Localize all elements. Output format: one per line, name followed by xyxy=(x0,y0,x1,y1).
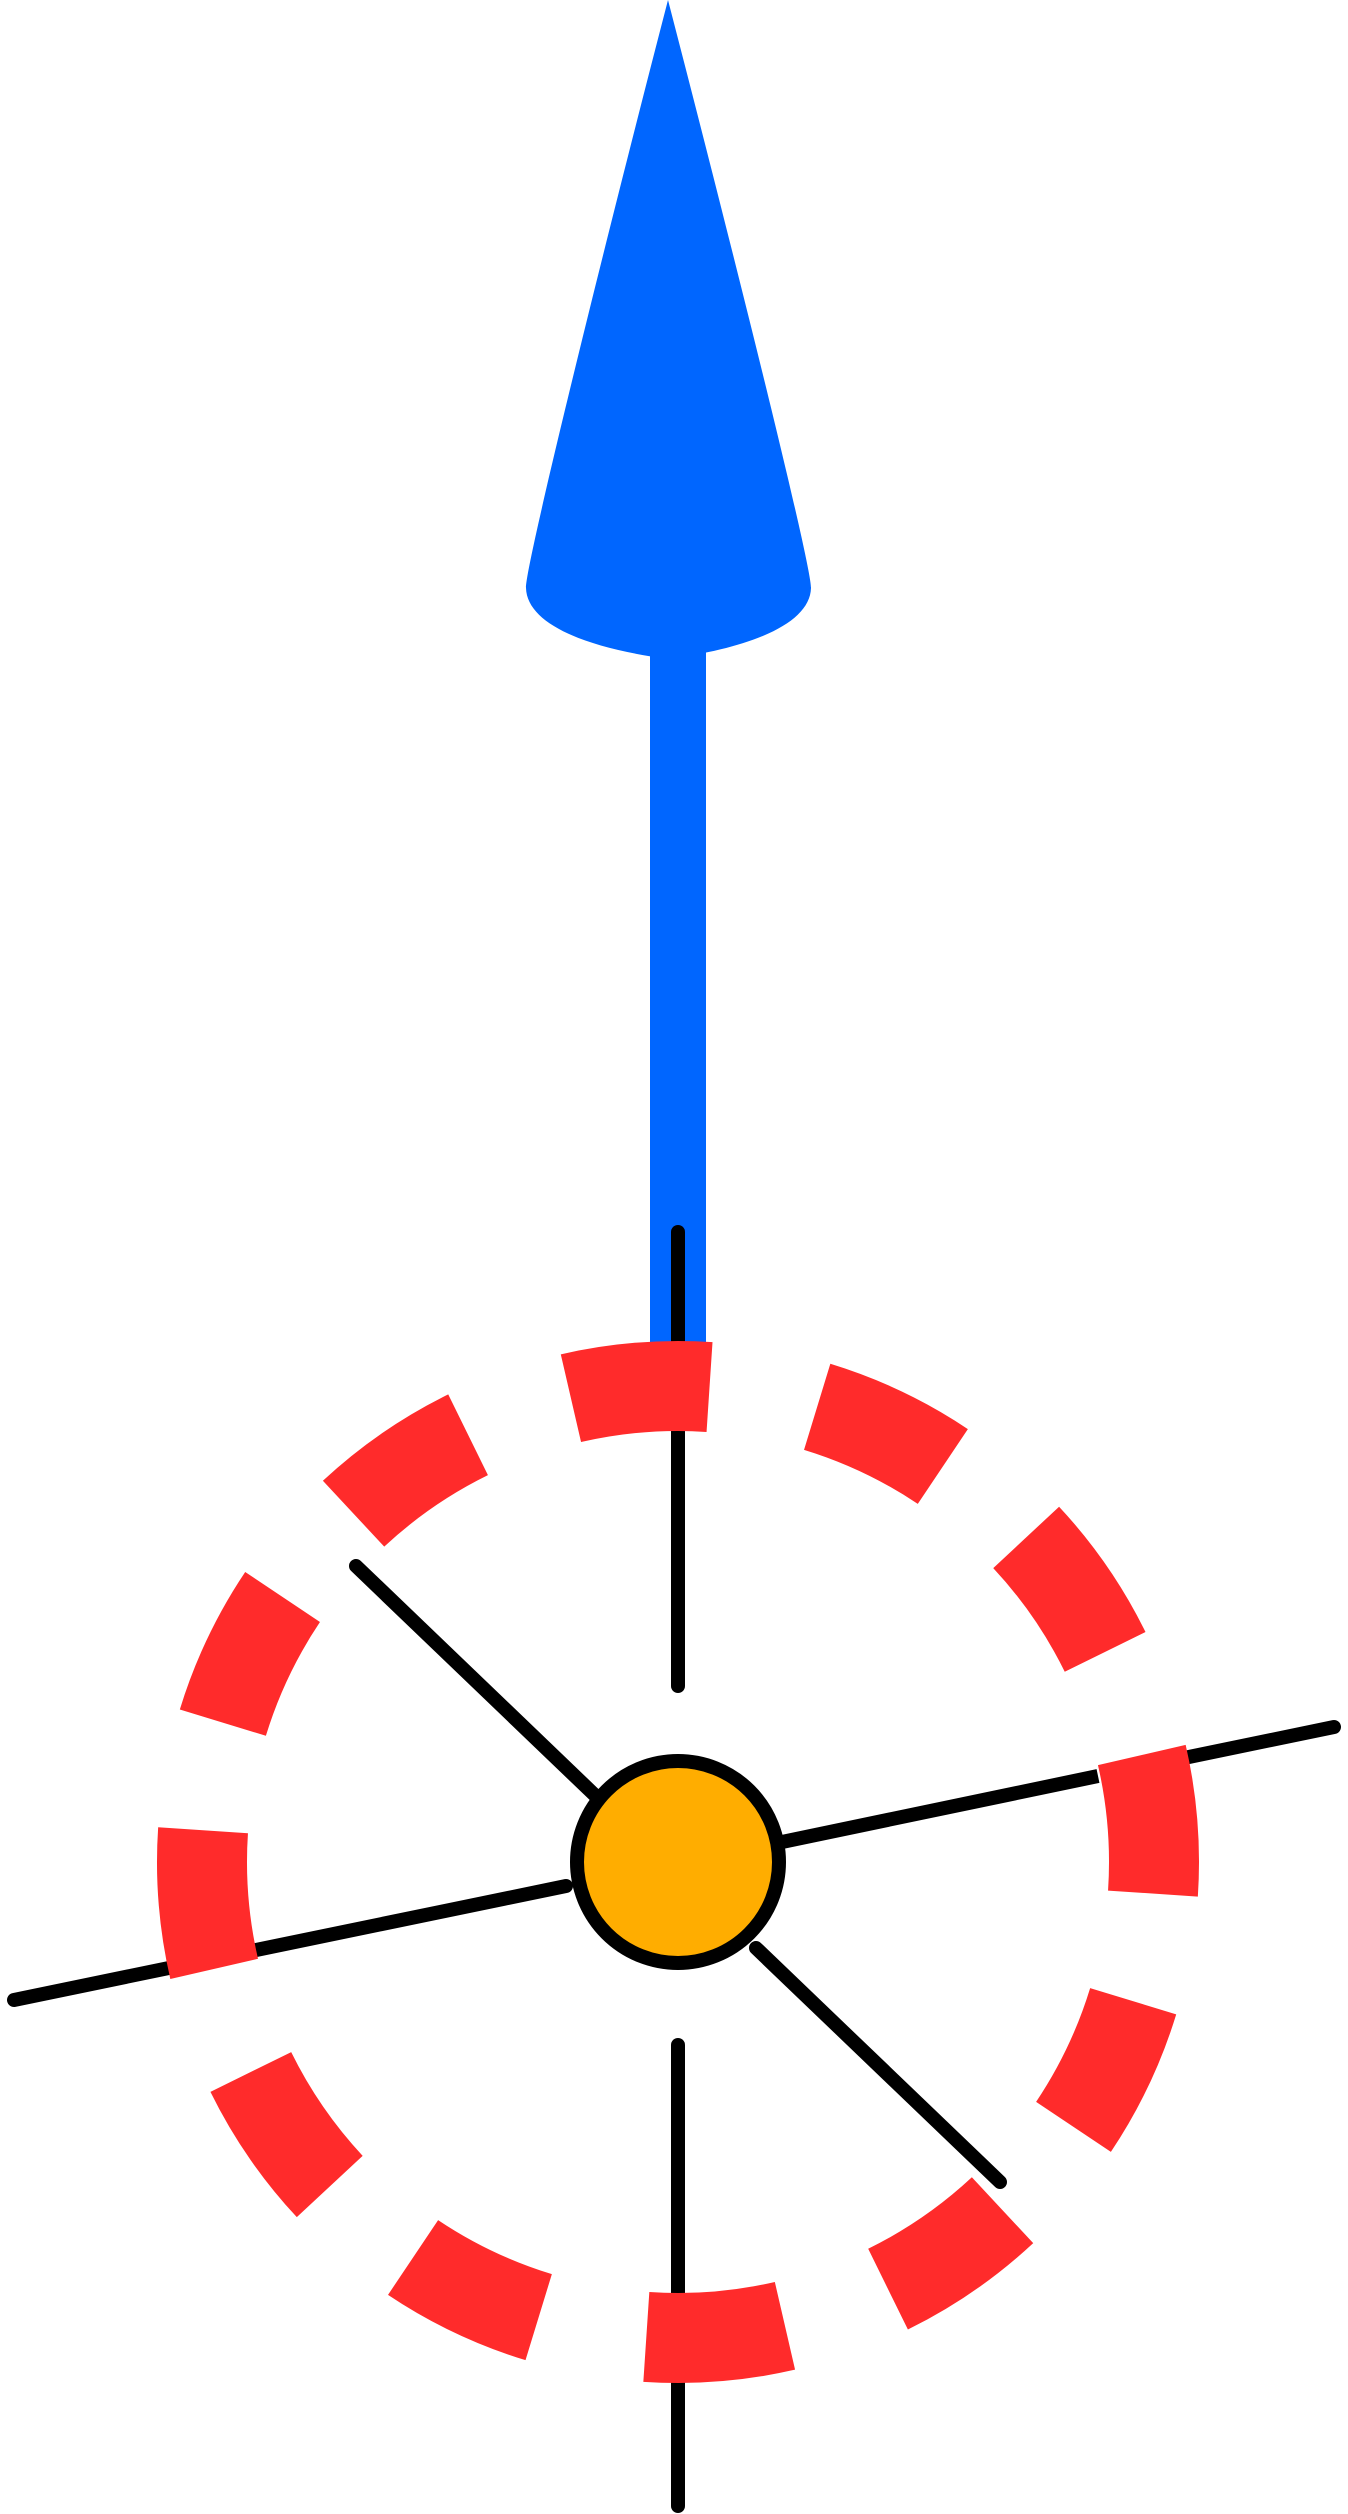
spoke-horizontal-left xyxy=(7,1879,573,2007)
arrow xyxy=(525,0,812,1382)
spoke-horizontal-right-inner xyxy=(780,1769,1100,1849)
arrow-head xyxy=(525,0,812,659)
dashed-ring xyxy=(157,1341,1199,2383)
hub xyxy=(570,1754,786,1970)
spoke-diagonal-upper-left xyxy=(349,1559,611,1811)
spoke-diagonal-lower-right xyxy=(749,1941,1007,2189)
spokes xyxy=(7,1225,1341,2513)
spoke-horizontal-right-outer xyxy=(1177,1720,1341,1765)
